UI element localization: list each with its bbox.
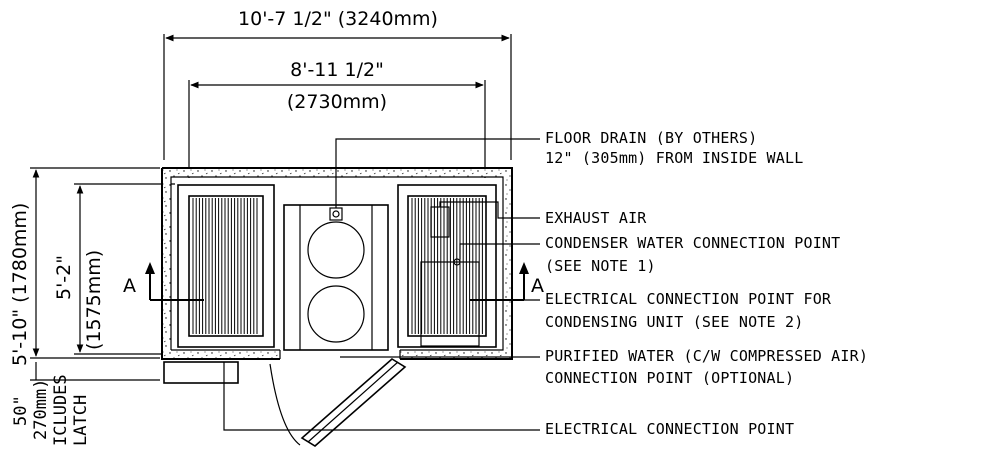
latch-dim-label: 50"	[11, 395, 31, 426]
right-grille-unit	[397, 184, 497, 348]
right-grille-hatch	[411, 198, 483, 334]
purified-water-label-2: CONNECTION POINT (OPTIONAL)	[545, 369, 794, 387]
inner-depth-label: 5'-2"	[53, 255, 75, 300]
leader-lines	[223, 138, 540, 431]
door	[163, 358, 407, 447]
callout-labels: FLOOR DRAIN (BY OTHERS) 12" (305mm) FROM…	[545, 129, 868, 438]
floor-drain-label-2: 12" (305mm) FROM INSIDE WALL	[545, 149, 803, 167]
electrical-condensing-label-2: CONDENSING UNIT (SEE NOTE 2)	[545, 313, 803, 331]
latch-dimension: 50" 270mm) ICLUDES LATCH	[11, 362, 160, 446]
section-label-right: A	[531, 275, 544, 297]
inner-depth-mm-label: (1575mm)	[83, 250, 105, 350]
overall-width-dimension: 10'-7 1/2" (3240mm)	[163, 8, 512, 160]
inner-depth-dimension: 5'-2" (1575mm)	[53, 183, 175, 355]
latch-note-2: LATCH	[71, 395, 91, 446]
latch-box	[163, 361, 239, 384]
condenser-water-label-2: (SEE NOTE 1)	[545, 257, 656, 275]
section-label-left: A	[123, 275, 136, 297]
floor-drain-label-1: FLOOR DRAIN (BY OTHERS)	[545, 129, 757, 147]
overall-width-label: 10'-7 1/2" (3240mm)	[238, 8, 438, 30]
left-grille-hatch	[192, 198, 258, 334]
purified-water-label-1: PURIFIED WATER (C/W COMPRESSED AIR)	[545, 347, 868, 365]
electrical-condensing-label-1: ELECTRICAL CONNECTION POINT FOR	[545, 290, 832, 308]
exhaust-air-label: EXHAUST AIR	[545, 209, 647, 227]
left-grille-unit	[177, 184, 275, 348]
door-swing-arc	[269, 363, 301, 446]
inner-width-dimension: 8'-11 1/2" (2730mm)	[188, 59, 486, 178]
center-unit	[283, 204, 389, 351]
inner-width-mm-label: (2730mm)	[287, 91, 387, 113]
inner-width-label: 8'-11 1/2"	[290, 59, 384, 81]
condenser-water-label-1: CONDENSER WATER CONNECTION POINT	[545, 234, 840, 252]
latch-dim-mm-label: 270mm)	[31, 379, 51, 440]
room-walls	[161, 167, 513, 360]
lower-circle	[307, 285, 365, 343]
latch-note-1: ICLUDES	[51, 374, 71, 446]
section-marker-left: A	[123, 262, 204, 301]
overall-depth-dimension: 5'-10" (1780mm)	[9, 167, 160, 366]
electrical-point-label: ELECTRICAL CONNECTION POINT	[545, 420, 794, 438]
overall-depth-label: 5'-10" (1780mm)	[9, 203, 31, 366]
upper-circle	[307, 221, 365, 279]
electrical-box	[420, 261, 480, 347]
